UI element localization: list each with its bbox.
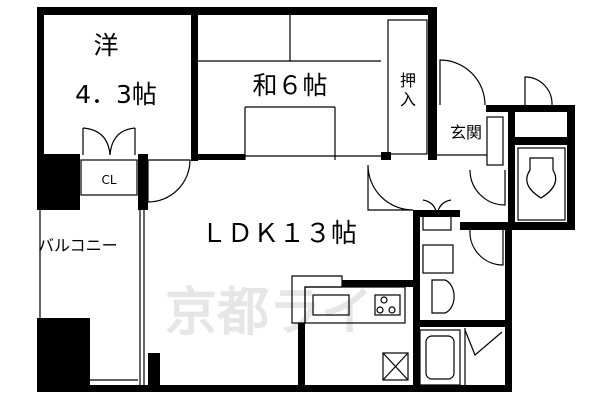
room-labels: 洋 4．3帖 和６帖 押 入 玄関 CL ＬＤＫ１３帖 バルコニー: [38, 31, 482, 255]
fixtures: [39, 15, 566, 386]
walls: [37, 7, 575, 392]
western-room-size: 4．3帖: [75, 80, 157, 109]
oshiire-label-1: 押: [400, 71, 416, 90]
entrance-label: 玄関: [450, 123, 482, 142]
watermark: 京都ライ: [165, 283, 373, 343]
japanese-room-label: 和６帖: [252, 71, 327, 100]
western-room-name: 洋: [93, 31, 118, 60]
balcony-label: バルコニー: [38, 236, 118, 255]
ldk-label: ＬＤＫ１３帖: [201, 219, 357, 249]
oshiire-label-2: 入: [400, 90, 416, 109]
closet-label: CL: [101, 173, 116, 187]
